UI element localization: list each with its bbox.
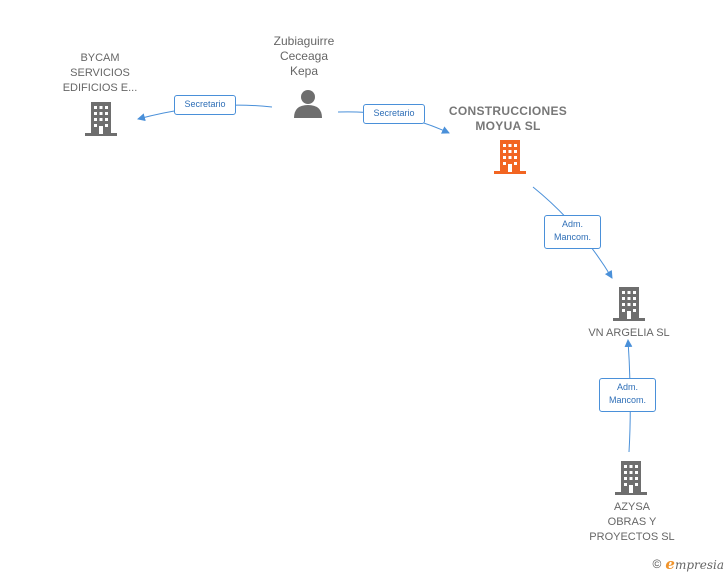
footer-watermark: © empresia: [653, 555, 724, 573]
building-icon[interactable]: [494, 140, 526, 174]
node-label-bycam[interactable]: BYCAM SERVICIOS EDIFICIOS E...: [62, 52, 138, 94]
building-icon[interactable]: [85, 102, 117, 136]
node-label-construcciones-moyua[interactable]: CONSTRUCCIONES MOYUA SL: [448, 104, 568, 133]
node-label-azysa[interactable]: AZYSA OBRAS Y PROYECTOS SL: [589, 501, 675, 543]
edge-label-secretario-bycam[interactable]: Secretario: [174, 95, 236, 115]
empresia-logo: empresia: [665, 555, 724, 573]
edge-label-adm-mancom-azysa[interactable]: Adm. Mancom.: [599, 378, 656, 412]
node-label-vn-argelia[interactable]: VN ARGELIA SL: [588, 327, 670, 339]
edge-label-secretario-construcciones[interactable]: Secretario: [363, 104, 425, 124]
building-icon[interactable]: [615, 461, 647, 495]
building-icon[interactable]: [613, 287, 645, 321]
person-icon[interactable]: [293, 88, 323, 118]
edge-label-adm-mancom-vn-argelia[interactable]: Adm. Mancom.: [544, 215, 601, 249]
node-label-zubiaguirre[interactable]: Zubiaguirre Ceceaga Kepa: [273, 34, 335, 78]
copyright-icon: ©: [652, 557, 662, 571]
